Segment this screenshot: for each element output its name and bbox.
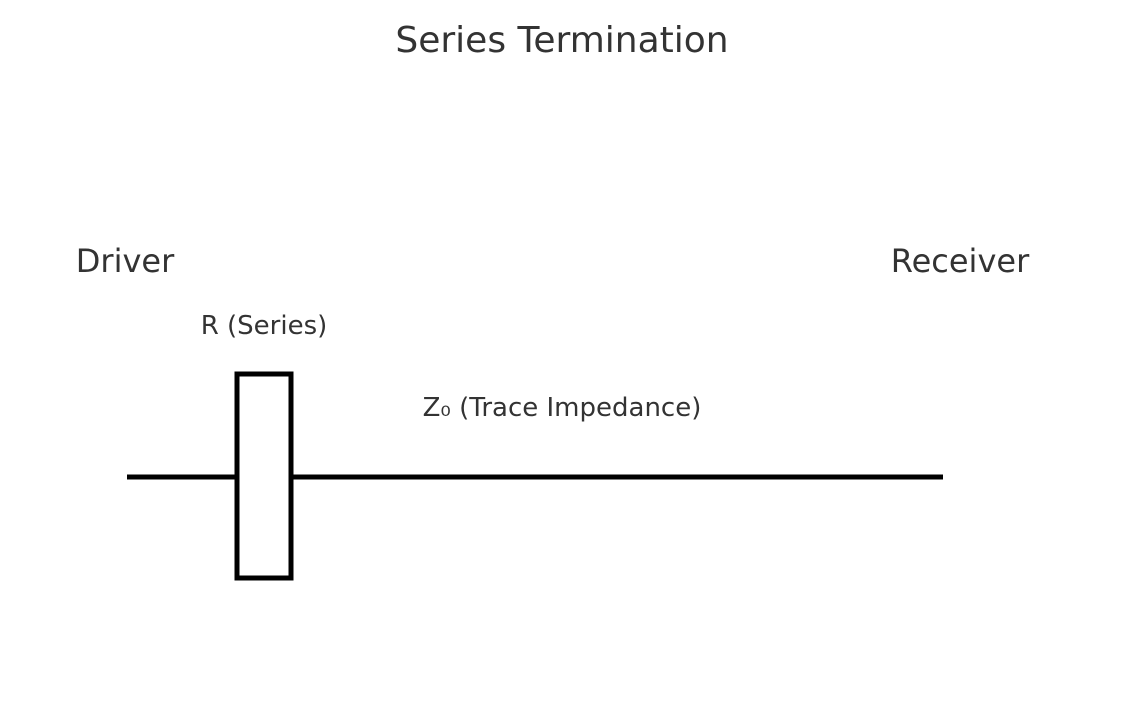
trace-impedance-label: Z₀ (Trace Impedance) (423, 393, 702, 423)
resistor-label: R (Series) (201, 311, 328, 341)
series-resistor (234, 371, 294, 581)
driver-label: Driver (76, 242, 175, 280)
receiver-label: Receiver (891, 242, 1030, 280)
diagram-title: Series Termination (395, 20, 728, 61)
